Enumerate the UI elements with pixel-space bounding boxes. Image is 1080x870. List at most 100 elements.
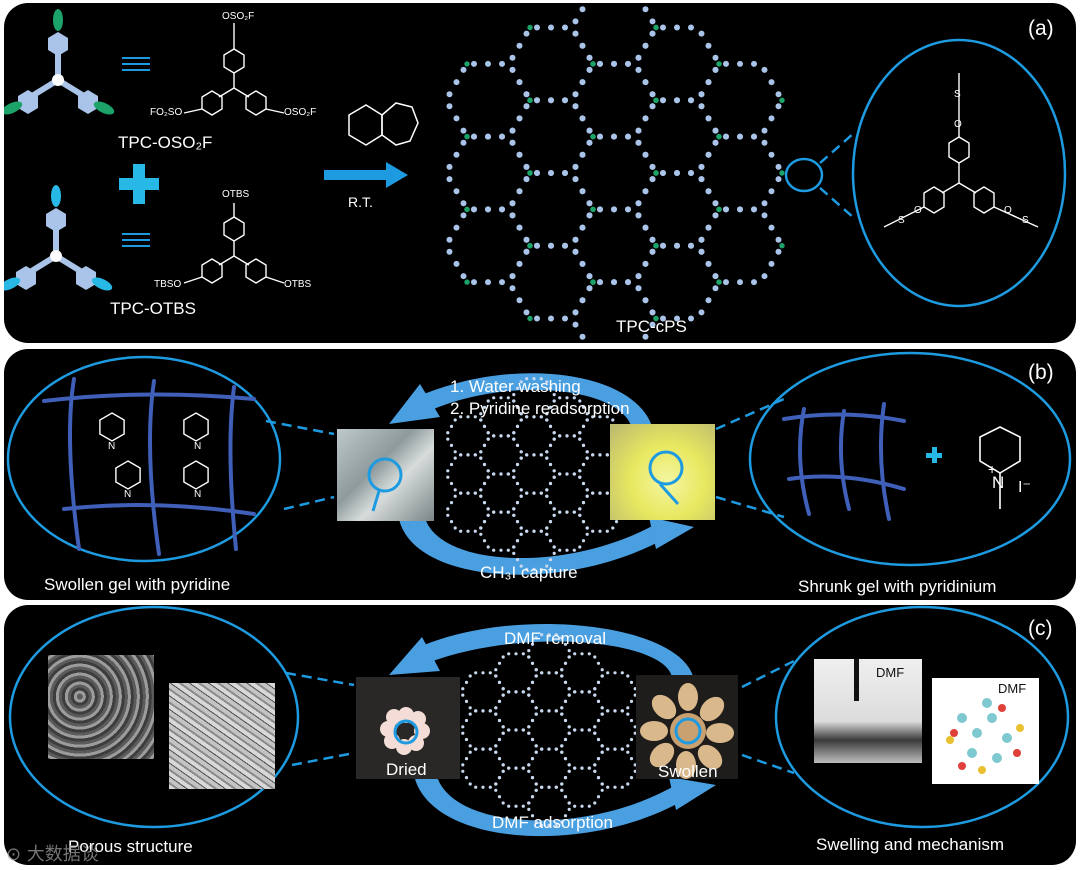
network-bead <box>605 529 609 533</box>
network-bead <box>481 671 485 675</box>
network-bead <box>573 690 577 694</box>
network-bead <box>560 712 564 716</box>
network-bead <box>642 115 649 122</box>
network-bead <box>499 206 505 213</box>
network-bead <box>572 548 576 552</box>
network-bead <box>642 79 649 86</box>
network-bead <box>620 747 624 751</box>
network-bead <box>482 501 487 505</box>
network-bead <box>446 248 453 255</box>
network-bead <box>460 200 467 207</box>
bottom-arrow-label: DMF adsorption <box>492 813 613 832</box>
network-bead <box>591 453 595 457</box>
network-bead <box>554 709 558 713</box>
network-bead <box>540 671 544 675</box>
network-bead <box>512 545 516 549</box>
network-node <box>716 61 722 67</box>
molecular-model-image <box>932 678 1039 784</box>
network-bead <box>516 115 523 122</box>
network-bead <box>593 655 597 659</box>
shrunk-gel-photo <box>610 424 715 520</box>
connector-lines-c-right <box>741 659 795 775</box>
struct1-left-group: FO₂SO <box>150 107 183 118</box>
network-bead <box>519 494 523 498</box>
network-bead <box>532 415 536 419</box>
network-bead <box>539 491 543 495</box>
network-bead <box>548 443 553 447</box>
network-bead <box>629 776 634 780</box>
network-bead <box>497 661 502 665</box>
network-bead <box>453 488 457 492</box>
needle <box>854 659 859 701</box>
swollen-photo <box>636 675 738 779</box>
network-bead <box>525 491 529 495</box>
network-bead <box>567 655 571 659</box>
network-bead <box>539 453 543 457</box>
network-bead <box>567 649 571 653</box>
network-bead <box>486 431 490 435</box>
network-bead <box>515 424 520 428</box>
network-bead <box>512 551 516 555</box>
network-bead <box>488 671 492 675</box>
network-bead <box>554 823 558 827</box>
network-bead <box>460 127 467 134</box>
network-bead <box>519 450 523 454</box>
network-node <box>653 243 659 249</box>
network-bead <box>482 405 487 409</box>
network-bead <box>514 728 518 732</box>
pyridine-ring <box>99 412 125 442</box>
network-node <box>653 97 659 104</box>
network-bead <box>482 481 487 486</box>
network-bead <box>468 782 472 786</box>
network-bead <box>547 709 551 713</box>
network-bead <box>534 706 538 710</box>
network-bead <box>737 206 743 213</box>
top-arrow-label: DMF removal <box>504 629 607 648</box>
network-bead <box>586 273 593 280</box>
network-bead <box>501 801 505 805</box>
struct2-top-group: OTBS <box>222 189 250 200</box>
network-node <box>527 97 533 104</box>
network-node <box>653 170 659 176</box>
network-bead <box>593 725 597 729</box>
network-bead <box>516 151 523 158</box>
network-bead <box>453 224 460 231</box>
network-bead <box>563 642 568 646</box>
monomer-1-label: TPC-OSO₂F <box>118 133 213 152</box>
network-bead <box>705 297 712 304</box>
network-bead <box>635 139 642 146</box>
network-bead <box>471 206 477 213</box>
network-bead <box>494 668 498 672</box>
network-bead <box>494 782 498 786</box>
network-bead <box>635 54 642 61</box>
network-bead <box>446 103 453 110</box>
network-bead <box>698 309 705 316</box>
network-bead <box>501 769 505 773</box>
network-bead <box>613 671 617 675</box>
network-bead <box>698 163 705 170</box>
network-bead <box>534 820 538 824</box>
network-bead <box>768 79 775 86</box>
network-bead <box>635 285 642 292</box>
network-bead <box>635 212 642 219</box>
network-bead <box>519 488 523 492</box>
network-node <box>527 315 533 322</box>
network-bead <box>512 513 516 517</box>
network-bead <box>614 520 619 524</box>
network-bead <box>591 491 595 495</box>
network-bead <box>501 655 505 659</box>
network-bead <box>499 472 503 476</box>
network-bead <box>523 176 530 183</box>
network-bead <box>625 279 631 286</box>
network-bead <box>611 279 617 286</box>
network-bead <box>712 212 719 219</box>
network-bead <box>548 520 553 524</box>
network-bead <box>723 60 729 67</box>
network-bead <box>578 437 582 441</box>
network-bead <box>471 279 477 286</box>
network-bead <box>534 24 540 31</box>
network-bead <box>514 652 518 656</box>
network-bead <box>560 674 564 678</box>
network-bead <box>567 731 571 735</box>
network-bead <box>642 151 649 158</box>
